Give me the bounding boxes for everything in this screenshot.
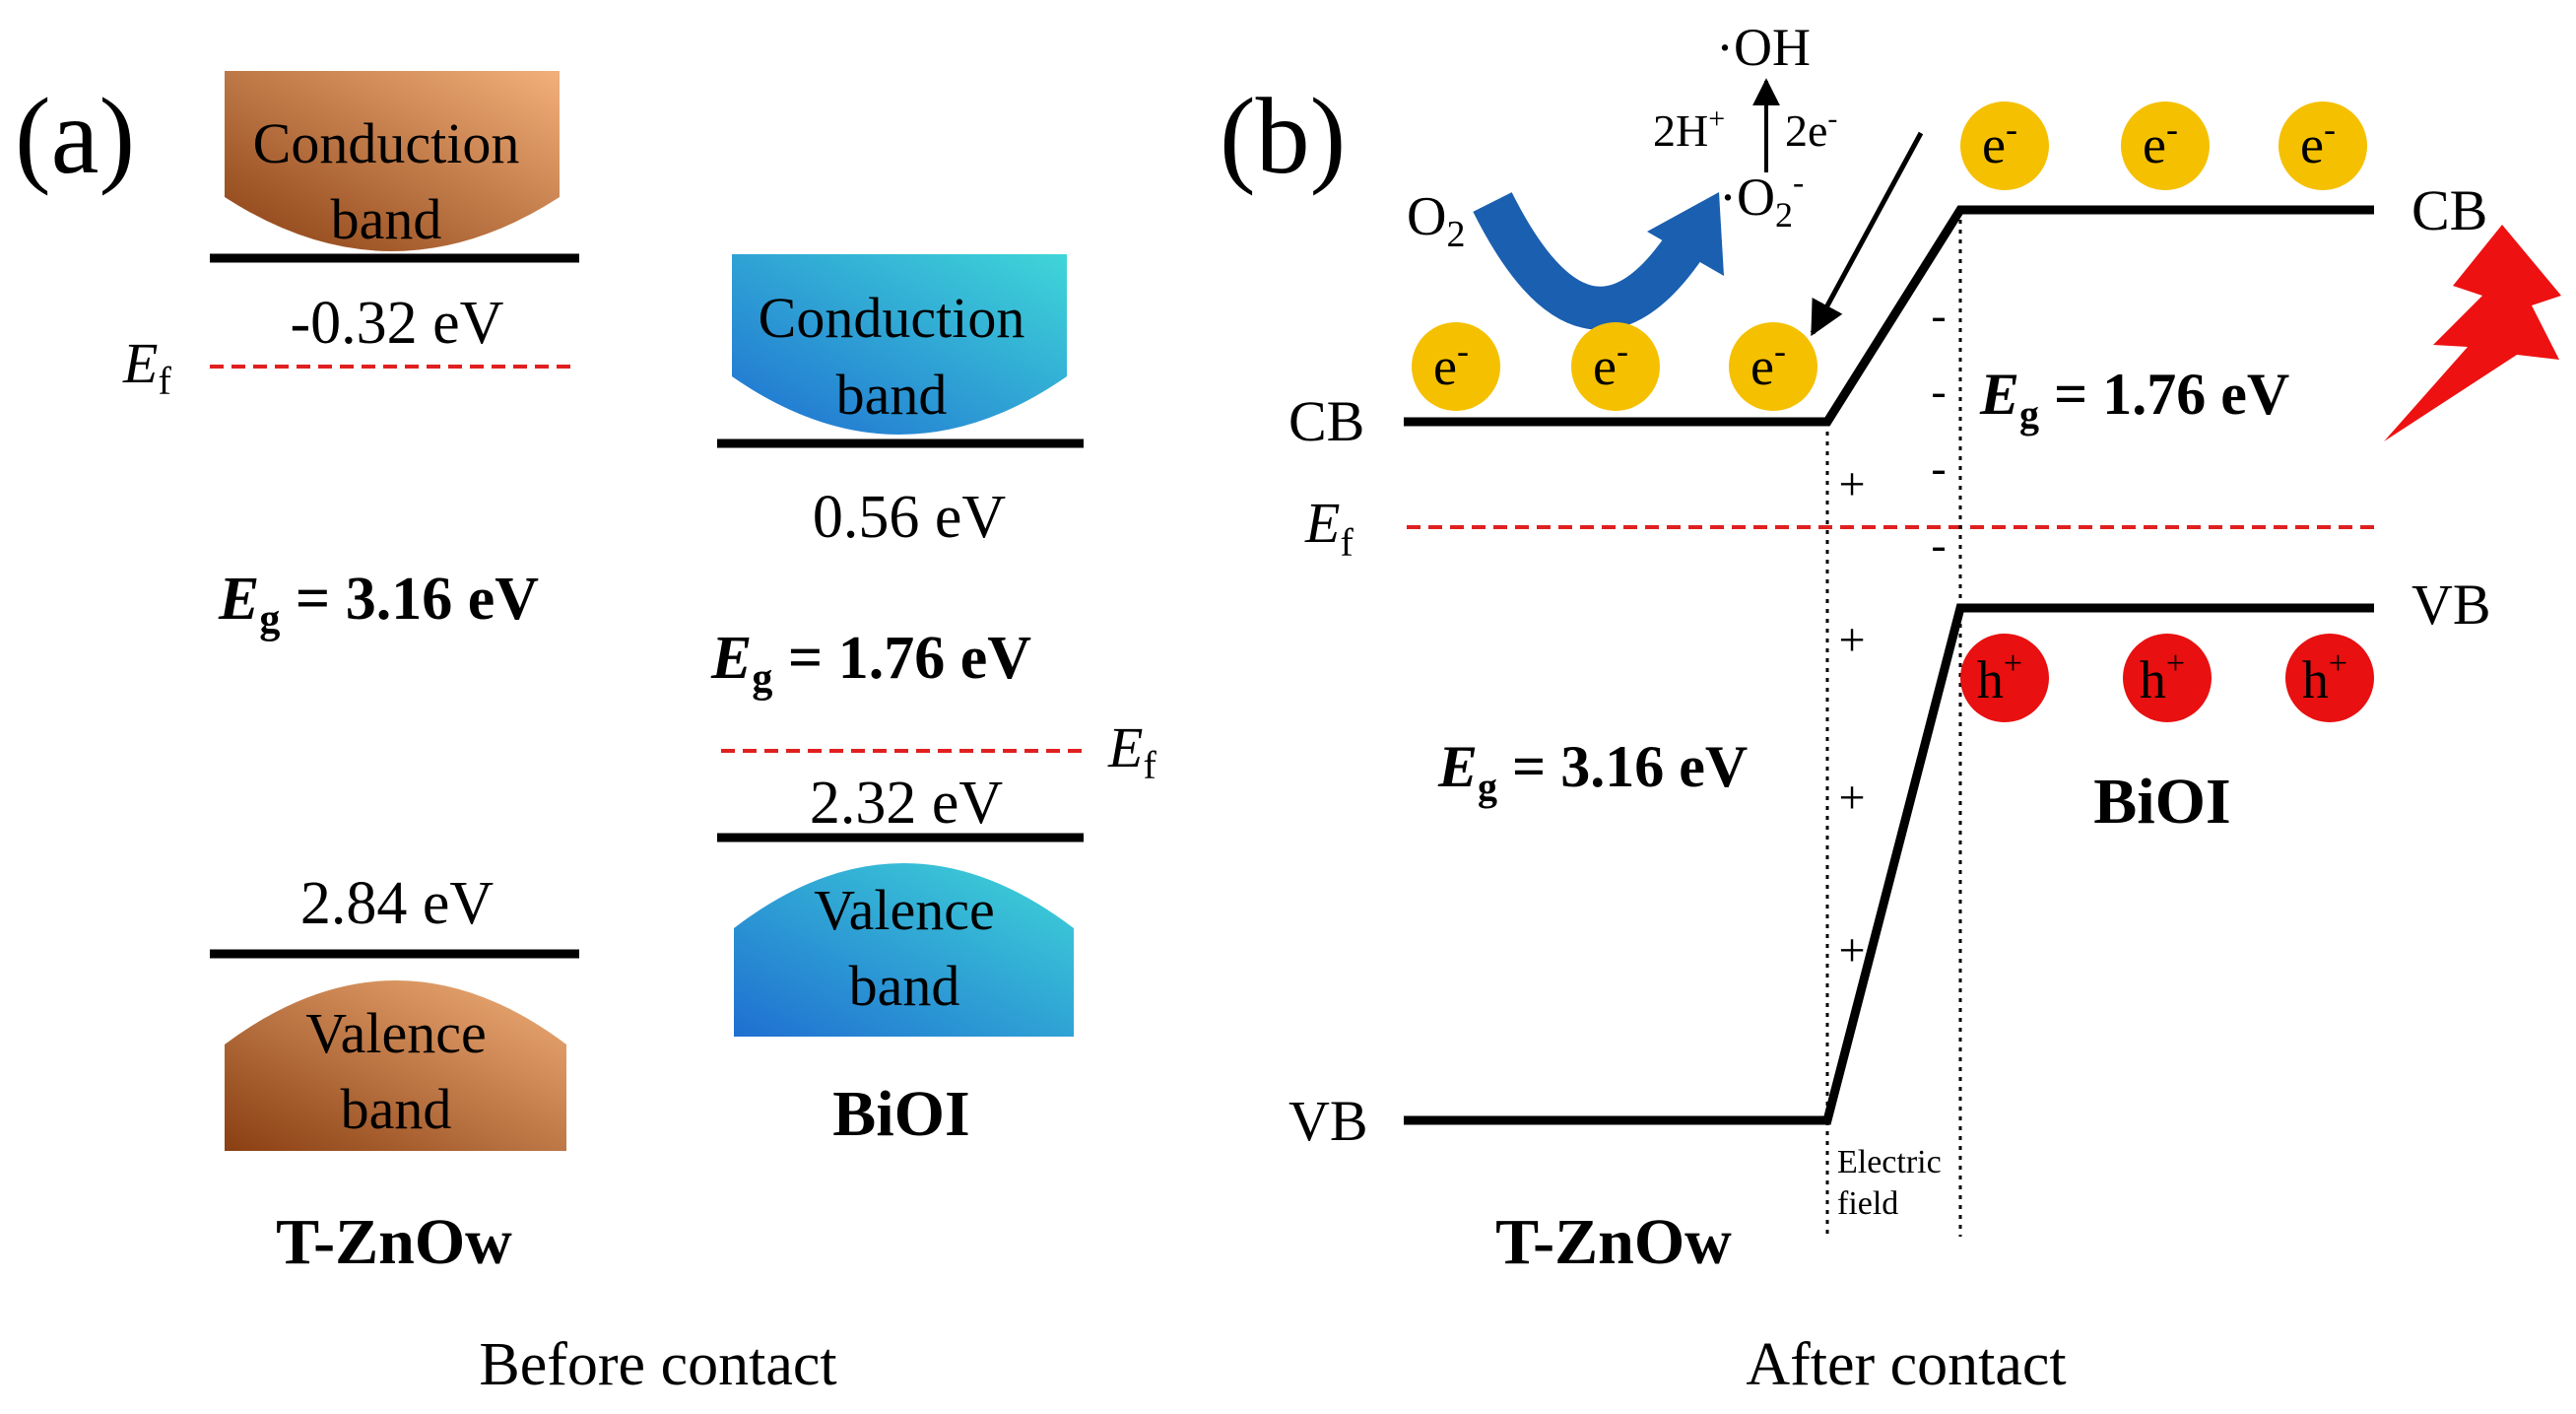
electron-bioi-3-text: e-	[2300, 109, 2336, 174]
electron-transfer-arrow	[1810, 131, 1924, 337]
negative-charge: -	[1931, 519, 1946, 570]
panel-b-label: (b)	[1220, 76, 1346, 196]
bioi-valence-band-shape	[734, 863, 1074, 1037]
negative-charge: -	[1931, 366, 1946, 416]
electron-zno-1	[1412, 322, 1500, 411]
hydroxyl-radical-label: ·OH	[1716, 18, 1811, 77]
zno-vb-label-2: band	[341, 1077, 452, 1141]
bioi-name-contact: BiOI	[2093, 766, 2230, 838]
bioi-conduction-band-shape	[732, 254, 1067, 435]
vb-right-label: VB	[2411, 572, 2491, 637]
zno-bandgap-label: Eg = 3.16 eV	[218, 566, 539, 642]
positive-charge: +	[1838, 614, 1865, 666]
zno-vb-energy: 2.84 eV	[300, 870, 495, 937]
zno-conduction-band-shape	[225, 71, 560, 251]
hole-2-text: h+	[2140, 645, 2185, 709]
bioi-holes: h+ h+ h+	[1960, 634, 2374, 722]
electron-zno-1-text: e-	[1433, 331, 1469, 396]
hole-1	[1960, 634, 2049, 722]
zno-valence-band-shape	[225, 980, 566, 1151]
common-ef-label: Ef	[1304, 491, 1354, 565]
negative-charge: -	[1931, 442, 1946, 493]
panel-a-label: (a)	[15, 76, 135, 196]
electron-zno-2	[1571, 322, 1660, 411]
zno-name-contact: T-ZnOw	[1495, 1206, 1732, 1278]
negative-charges: - - - -	[1931, 290, 1946, 570]
two-electrons-label: 2e-	[1785, 102, 1837, 156]
light-icon	[2384, 225, 2561, 441]
hole-3-text: h+	[2302, 645, 2347, 709]
hole-3	[2285, 634, 2374, 722]
zno-vb-label-1: Valence	[305, 1001, 487, 1065]
electron-bioi-1	[1960, 101, 2049, 190]
electric-field-label-1: Electric	[1837, 1144, 1942, 1180]
zno-bandgap-contact: Eg = 3.16 eV	[1437, 734, 1748, 809]
valence-band-edge-contact	[1404, 603, 2374, 1125]
electron-bioi-2-text: e-	[2143, 109, 2178, 174]
electron-zno-3	[1729, 322, 1817, 411]
panel-b: (b) ·OH 2H+ 2e- ·O2- O2 e- e- e- e- e-	[1220, 18, 2561, 1398]
positive-charge: +	[1838, 772, 1865, 824]
bioi-vb-label-1: Valence	[814, 878, 995, 942]
electron-bioi-1-text: e-	[1982, 109, 2017, 174]
superoxide-label: ·O2-	[1719, 165, 1804, 235]
positive-charges: + + + +	[1838, 458, 1865, 976]
bioi-electrons: e- e- e-	[1960, 101, 2367, 190]
zno-cb-label-1: Conduction	[253, 111, 520, 175]
oxygen-label: O2	[1407, 186, 1465, 255]
hole-1-text: h+	[1977, 645, 2022, 709]
reduction-arrow-head	[1647, 192, 1724, 276]
h-plus-label: 2H+	[1653, 102, 1725, 156]
bioi-ef-label: Ef	[1107, 715, 1156, 787]
cb-left-label: CB	[1288, 389, 1364, 453]
positive-charge: +	[1838, 924, 1865, 976]
zno-name: T-ZnOw	[276, 1206, 512, 1278]
conduction-band-edge-contact	[1404, 205, 2374, 427]
zno-ef-label: Ef	[122, 331, 171, 403]
zno-electrons: e- e- e-	[1412, 322, 1817, 411]
bioi-vb-energy: 2.32 eV	[810, 770, 1004, 837]
bioi-cb-energy: 0.56 eV	[813, 484, 1007, 551]
zno-cb-label-2: band	[331, 187, 442, 251]
bioi-bandgap-label: Eg = 1.76 eV	[710, 625, 1031, 702]
electron-zno-2-text: e-	[1593, 331, 1628, 396]
bioi-cb-label-2: band	[836, 363, 948, 427]
vb-left-label: VB	[1288, 1089, 1368, 1153]
caption-before-contact: Before contact	[479, 1331, 836, 1398]
electron-bioi-3	[2279, 101, 2367, 190]
positive-charge: +	[1838, 458, 1865, 510]
negative-charge: -	[1931, 290, 1946, 340]
bioi-vb-label-2: band	[849, 954, 960, 1018]
electric-field-label-2: field	[1837, 1185, 1898, 1222]
electron-bioi-2	[2121, 101, 2210, 190]
bioi-name: BiOI	[832, 1078, 969, 1150]
cb-right-label: CB	[2411, 178, 2487, 242]
bioi-bandgap-contact: Eg = 1.76 eV	[1979, 362, 2289, 437]
caption-after-contact: After contact	[1746, 1331, 2066, 1398]
bioi-cb-label-1: Conduction	[759, 286, 1025, 350]
electron-zno-3-text: e-	[1750, 331, 1786, 396]
hole-2	[2123, 634, 2212, 722]
reduction-curved-arrow	[1473, 192, 1703, 330]
zno-cb-energy: -0.32 eV	[291, 290, 504, 357]
panel-a: (a) Conduction band -0.32 eV Ef Eg = 3.1…	[15, 71, 1156, 1398]
